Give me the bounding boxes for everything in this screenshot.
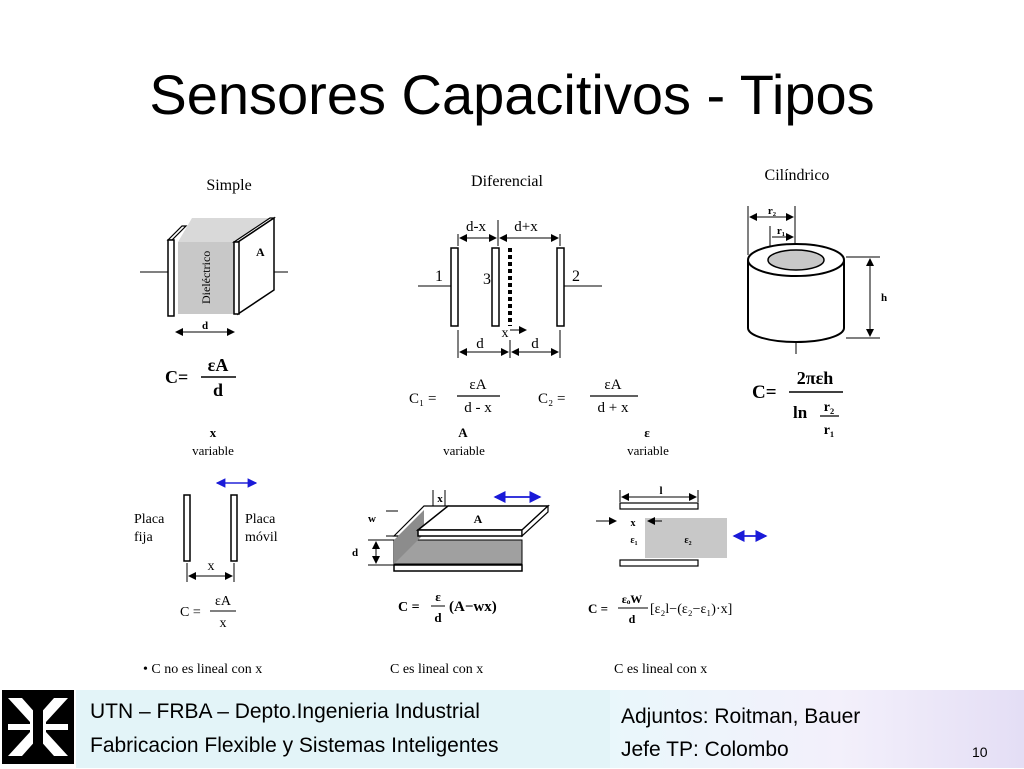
svg-text:d: d bbox=[202, 320, 208, 332]
svg-text:r₁: r₁ bbox=[777, 225, 785, 237]
svg-text:w: w bbox=[368, 513, 376, 525]
svg-text:ln: ln bbox=[793, 403, 808, 422]
svg-text:A: A bbox=[458, 425, 468, 440]
svg-text:d - x: d - x bbox=[464, 400, 492, 416]
simple-area-label: A bbox=[256, 245, 265, 259]
svg-text:ε: ε bbox=[644, 425, 650, 440]
svg-text:x: x bbox=[220, 616, 227, 631]
svg-text:móvil: móvil bbox=[245, 530, 278, 545]
svg-text:d: d bbox=[352, 547, 358, 559]
dielectrico-variable-diagram: l x ε₁ ε₂ C = εₒW d [ε₂l−(ε₂−ε₁)·x] bbox=[588, 485, 768, 626]
note-no-lineal: • C no es lineal con x bbox=[143, 662, 262, 677]
svg-text:l: l bbox=[659, 485, 662, 497]
svg-text:x: x bbox=[502, 326, 509, 341]
svg-text:d: d bbox=[476, 336, 484, 352]
svg-text:d: d bbox=[434, 610, 442, 625]
svg-text:[ε₂l−(ε₂−ε₁)·x]: [ε₂l−(ε₂−ε₁)·x] bbox=[650, 602, 732, 617]
svg-text:A: A bbox=[474, 512, 483, 526]
note-lineal-area: C es lineal con x bbox=[390, 662, 483, 677]
simple-formula-lhs: C= bbox=[165, 367, 188, 387]
svg-text:fija: fija bbox=[134, 530, 153, 545]
svg-text:x: x bbox=[210, 425, 217, 440]
footer-right-panel bbox=[610, 690, 1024, 768]
svg-text:εA: εA bbox=[469, 377, 486, 393]
svg-text:ε₂: ε₂ bbox=[684, 535, 691, 546]
svg-text:d-x: d-x bbox=[466, 219, 486, 235]
svg-text:x: x bbox=[631, 518, 636, 529]
svg-text:ε₁: ε₁ bbox=[630, 535, 637, 546]
svg-text:(A−wx): (A−wx) bbox=[449, 599, 497, 615]
svg-text:Placa: Placa bbox=[245, 512, 276, 527]
diagrams: Simple A Dieléctrico d C= εA d x variabl… bbox=[134, 167, 887, 677]
svg-text:Placa: Placa bbox=[134, 512, 165, 527]
slide-title: Sensores Capacitivos - Tipos bbox=[149, 63, 875, 126]
note-lineal-dielectrico: C es lineal con x bbox=[614, 662, 707, 677]
svg-text:1: 1 bbox=[435, 268, 443, 285]
diferencial-label: Diferencial bbox=[471, 173, 544, 190]
svg-text:variable: variable bbox=[192, 443, 234, 458]
utn-logo bbox=[2, 690, 74, 764]
svg-text:εA: εA bbox=[215, 594, 232, 609]
svg-text:variable: variable bbox=[443, 443, 485, 458]
svg-text:3: 3 bbox=[483, 271, 491, 288]
svg-text:C =: C = bbox=[398, 600, 420, 615]
footer-course: Fabricacion Flexible y Sistemas Intelige… bbox=[90, 734, 499, 757]
svg-text:C₂ =: C₂ = bbox=[538, 391, 565, 407]
cilindrico-label: Cilíndrico bbox=[765, 167, 830, 184]
cilindrico-diagram: Cilíndrico r₂ r₁ h C= 2πεh ln r₂ r₁ bbox=[747, 167, 887, 438]
svg-text:2πεh: 2πεh bbox=[797, 368, 834, 388]
svg-text:2: 2 bbox=[572, 268, 580, 285]
svg-text:r₁: r₁ bbox=[824, 423, 834, 438]
simple-label: Simple bbox=[206, 177, 251, 194]
page-number: 10 bbox=[972, 744, 988, 760]
simple-diagram: Simple A Dieléctrico d C= εA d x variabl… bbox=[140, 177, 288, 458]
placas-diagram: Placa fija Placa móvil x C = εA x bbox=[134, 478, 278, 631]
footer-jefe-tp: Jefe TP: Colombo bbox=[621, 738, 789, 761]
dielectric-label: Dieléctrico bbox=[199, 251, 213, 304]
svg-text:C₁ =: C₁ = bbox=[409, 391, 436, 407]
svg-text:C=: C= bbox=[752, 382, 777, 403]
footer-adjuntos: Adjuntos: Roitman, Bauer bbox=[621, 705, 861, 728]
svg-text:h: h bbox=[881, 292, 887, 304]
svg-text:εA: εA bbox=[208, 355, 229, 375]
area-variable-diagram: x A w d C = ε d (A−wx) bbox=[352, 490, 550, 625]
svg-text:εA: εA bbox=[604, 377, 621, 393]
svg-text:C =: C = bbox=[588, 601, 608, 616]
svg-text:d+x: d+x bbox=[514, 219, 538, 235]
svg-text:x: x bbox=[208, 559, 215, 574]
svg-text:d: d bbox=[629, 612, 636, 626]
svg-text:r₂: r₂ bbox=[768, 205, 777, 217]
footer-institution: UTN – FRBA – Depto.Ingenieria Industrial bbox=[90, 700, 480, 723]
diferencial-diagram: Diferencial d-x d+x 1 3 2 x d d C₁ = εA … bbox=[409, 173, 669, 458]
svg-text:d + x: d + x bbox=[598, 400, 629, 416]
svg-text:εₒW: εₒW bbox=[622, 592, 643, 606]
svg-text:variable: variable bbox=[627, 443, 669, 458]
svg-text:r₂: r₂ bbox=[824, 400, 834, 415]
svg-text:d: d bbox=[531, 336, 539, 352]
svg-text:C =: C = bbox=[180, 605, 201, 620]
svg-text:d: d bbox=[213, 380, 223, 400]
svg-text:x: x bbox=[437, 493, 443, 505]
svg-text:ε: ε bbox=[435, 589, 441, 604]
footer-left-panel bbox=[76, 690, 610, 768]
